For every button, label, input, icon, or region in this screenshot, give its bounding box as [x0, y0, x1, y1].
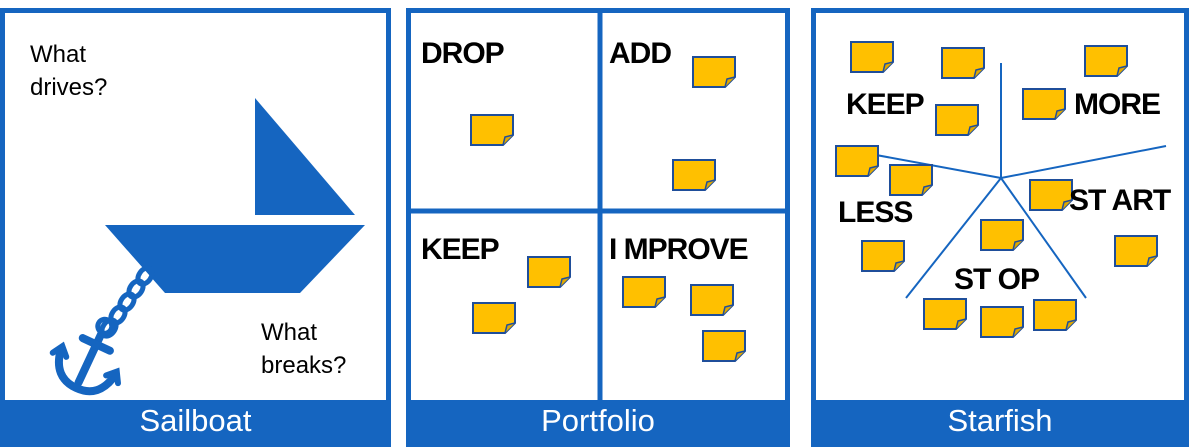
- sticky-note-icon: [527, 256, 571, 288]
- sticky-note-icon: [672, 159, 716, 191]
- sticky-note-icon: [980, 306, 1024, 338]
- portfolio-panel: DROP ADD KEEP I MPROVE Portfolio: [406, 8, 790, 447]
- sailboat-panel: What drives? What breaks? Sailboat: [0, 8, 391, 447]
- quadrant-label-drop: DROP: [421, 37, 505, 70]
- sticky-note-icon: [622, 276, 666, 308]
- starfish-label-stop: ST OP: [954, 263, 1040, 296]
- starfish-title: Starfish: [816, 400, 1184, 442]
- sticky-note-icon: [850, 41, 894, 73]
- sticky-note-icon: [690, 284, 734, 316]
- sticky-note-icon: [702, 330, 746, 362]
- starfish-panel: KEEP MORE LESS ST ART ST OP Starfish: [811, 8, 1189, 447]
- portfolio-notes: [470, 56, 746, 362]
- sticky-note-icon: [470, 114, 514, 146]
- starfish-label-more: MORE: [1074, 88, 1161, 121]
- what-drives-label: What drives?: [30, 38, 107, 104]
- starfish-label-start: ST ART: [1069, 184, 1171, 217]
- quadrant-label-keep: KEEP: [421, 233, 500, 266]
- what-breaks-label: What breaks?: [261, 316, 346, 382]
- sticky-note-icon: [1033, 299, 1077, 331]
- sticky-note-icon: [1114, 235, 1158, 267]
- sticky-note-icon: [692, 56, 736, 88]
- what-breaks-line1: What: [261, 319, 318, 346]
- sticky-note-icon: [472, 302, 516, 334]
- quadrant-label-improve: I MPROVE: [609, 233, 749, 266]
- sticky-note-icon: [980, 219, 1024, 251]
- sailboat-icon: [49, 98, 365, 396]
- starfish-label-keep: KEEP: [846, 88, 925, 121]
- sticky-note-icon: [935, 104, 979, 136]
- starfish-label-less: LESS: [838, 196, 913, 229]
- anchor-chain: [99, 265, 155, 339]
- sailboat-title: Sailboat: [5, 400, 386, 442]
- sticky-note-icon: [941, 47, 985, 79]
- hull: [105, 225, 365, 293]
- sticky-note-icon: [1022, 88, 1066, 120]
- sticky-note-icon: [835, 145, 879, 177]
- what-breaks-line2: breaks?: [261, 352, 347, 379]
- what-drives-line1: What: [30, 41, 87, 68]
- anchor-icon: [49, 316, 121, 396]
- sticky-note-icon: [1084, 45, 1128, 77]
- sticky-note-icon: [889, 164, 933, 196]
- portfolio-grid: [411, 13, 785, 400]
- sticky-note-icon: [1029, 179, 1073, 211]
- sail: [255, 98, 355, 215]
- sticky-note-icon: [923, 298, 967, 330]
- portfolio-title: Portfolio: [411, 400, 785, 442]
- quadrant-label-add: ADD: [609, 37, 672, 70]
- what-drives-line2: drives?: [30, 74, 108, 101]
- sticky-note-icon: [861, 240, 905, 272]
